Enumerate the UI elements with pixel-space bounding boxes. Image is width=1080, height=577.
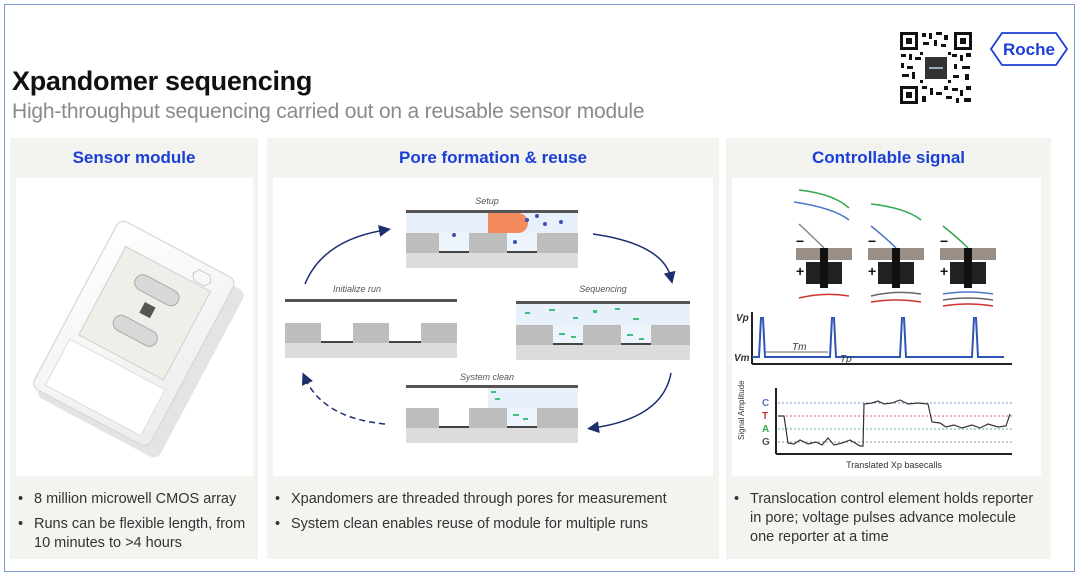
pore-cycle-diagram: Setup Initialize run	[273, 178, 713, 476]
step-label-sequencing: Sequencing	[579, 284, 627, 294]
page-title: Xpandomer sequencing	[12, 66, 313, 96]
cycle-arrow	[304, 225, 391, 285]
bullet-item: Runs can be flexible length, from 10 min…	[16, 515, 256, 553]
page-subtitle: High-throughput sequencing carried out o…	[12, 100, 645, 123]
label-tp: Tp	[840, 354, 852, 365]
pulse-trace	[752, 317, 1004, 358]
panel-title: Sensor module	[72, 148, 196, 167]
label-vm: Vm	[734, 353, 750, 364]
cycle-arrow-dashed	[301, 372, 386, 425]
bullet-list: Translocation control element holds repo…	[732, 490, 1042, 553]
voltage-pulse-plot: Vp Vm Tm Tp	[734, 312, 1012, 365]
label-tm: Tm	[792, 342, 806, 353]
step-label-initialize: Initialize run	[333, 284, 381, 294]
svg-text:+: +	[940, 263, 948, 279]
level-c: C	[762, 398, 769, 409]
setup-cell	[406, 210, 578, 268]
signal-trace	[778, 399, 1011, 447]
level-g: G	[762, 437, 770, 448]
signal-ylabel: Signal Amplitude	[737, 380, 746, 440]
svg-text:−: −	[796, 233, 804, 249]
system-clean-cell	[406, 385, 578, 443]
qr-code-icon[interactable]	[898, 30, 974, 106]
cycle-arrow	[592, 233, 676, 284]
svg-text:+: +	[868, 263, 876, 279]
svg-text:+: +	[796, 263, 804, 279]
label-vp: Vp	[736, 313, 749, 324]
panel-title: Pore formation & reuse	[399, 148, 587, 167]
roche-logo: Roche	[990, 32, 1068, 66]
svg-text:−: −	[868, 233, 876, 249]
bullet-list: Xpandomers are threaded through pores fo…	[273, 490, 713, 540]
panel-sensor-module: Sensor module 8 million microwell CMOS a…	[10, 138, 258, 559]
bullet-item: 8 million microwell CMOS array	[16, 490, 256, 509]
signal-amplitude-plot: Signal Amplitude C T A G Translated Xp b…	[737, 380, 1012, 470]
nanopore-illustrations: − + − +	[793, 189, 996, 307]
step-label-system-clean: System clean	[460, 372, 514, 382]
slide-frame	[4, 4, 1075, 572]
bullet-item: Translocation control element holds repo…	[732, 490, 1042, 547]
initialize-cell	[285, 299, 457, 358]
panel-title: Controllable signal	[811, 148, 966, 167]
panel-pore-formation: Pore formation & reuse Setup	[267, 138, 719, 559]
step-label-setup: Setup	[475, 196, 499, 206]
signal-diagram: − + − +	[732, 178, 1041, 476]
level-a: A	[762, 424, 769, 435]
sequencing-cell	[516, 301, 690, 360]
bullet-item: System clean enables reuse of module for…	[273, 515, 713, 534]
signal-xlabel: Translated Xp basecalls	[846, 460, 942, 470]
roche-logo-text: Roche	[1003, 40, 1055, 59]
svg-text:−: −	[940, 233, 948, 249]
cycle-arrow	[587, 372, 672, 434]
bullet-list: 8 million microwell CMOS array Runs can …	[16, 490, 256, 559]
sensor-module-photo	[16, 178, 253, 476]
panel-controllable-signal: Controllable signal − +	[726, 138, 1051, 559]
level-t: T	[762, 411, 768, 422]
bullet-item: Xpandomers are threaded through pores fo…	[273, 490, 713, 509]
